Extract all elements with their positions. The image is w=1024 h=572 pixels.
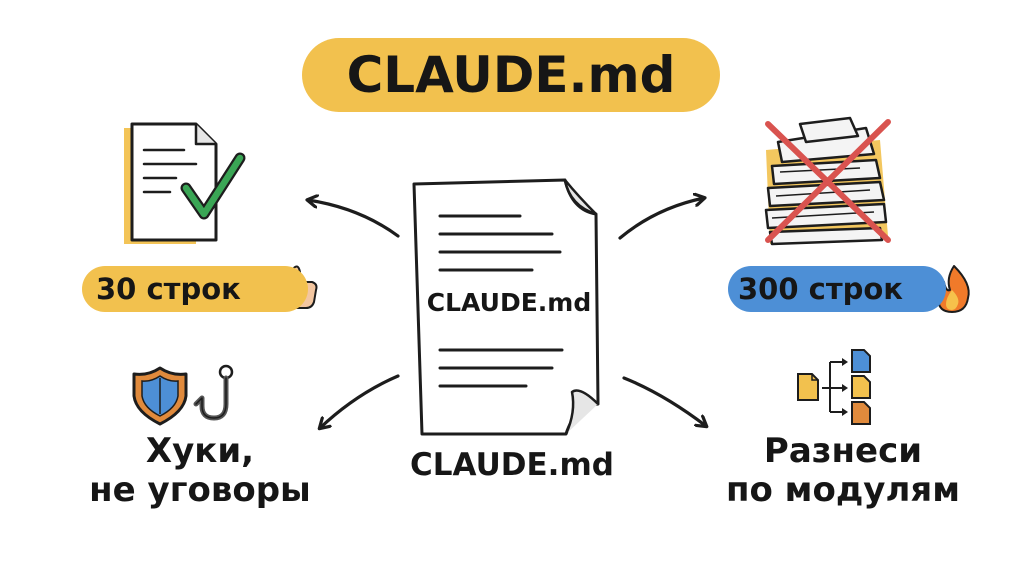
file-tree-icon <box>797 349 871 425</box>
hooks-caption: Хуки, не уговоры <box>80 431 320 511</box>
document-with-checkmark-icon <box>124 122 246 244</box>
arrow-bottom-right <box>622 376 706 426</box>
hooks-caption-line2: не уговоры <box>89 470 311 511</box>
center-caption: CLAUDE.md <box>410 447 614 483</box>
crossed-out-paper-stack-icon <box>764 116 891 246</box>
hooks-caption-line1: Хуки, <box>145 431 255 471</box>
title-pill <box>302 38 720 112</box>
arrow-bottom-left <box>320 374 400 428</box>
hook-icon <box>193 364 234 421</box>
modules-caption-line1: Разнеси <box>763 431 923 471</box>
modules-caption: Разнеси по модулям <box>718 431 968 511</box>
line-count-good-label: 30 строк <box>96 272 241 306</box>
line-count-bad-label: 300 строк <box>738 272 903 306</box>
arrow-top-right <box>618 198 704 240</box>
page-title: CLAUDE.md <box>346 46 676 104</box>
central-document-label: CLAUDE.md <box>426 288 592 317</box>
central-document-icon <box>412 178 600 436</box>
arrow-top-left <box>308 200 400 238</box>
shield-icon <box>132 366 188 426</box>
line-count-badge-bad <box>728 266 946 312</box>
modules-caption-line2: по модулям <box>726 470 960 511</box>
line-count-badge-good <box>82 266 308 312</box>
